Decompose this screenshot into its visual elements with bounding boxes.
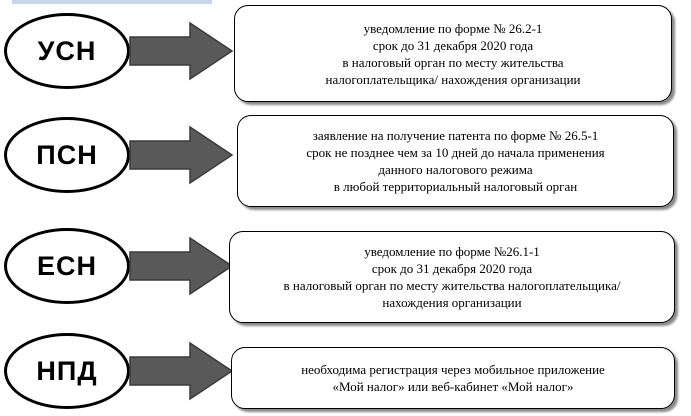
info-line: в налоговый орган по месту жительства — [342, 54, 564, 70]
regime-info-box-esn: уведомление по форме №26.1-1 срок до 31 … — [229, 231, 675, 323]
info-line: необходима регистрация через мобильное п… — [301, 362, 605, 377]
info-line: срок не позднее чем за 10 дней до начала… — [306, 145, 605, 160]
regime-info-box-npd: необходима регистрация через мобильное п… — [231, 347, 675, 409]
info-line: данного налогового режима — [378, 162, 533, 177]
regime-ellipse-esn: ЕСН — [4, 228, 130, 304]
info-line: срок до 31 декабря 2020 года — [371, 261, 533, 276]
info-line: «Мой налог» или веб-кабинет «Мой налог» — [332, 379, 574, 394]
arrow-right-icon — [129, 21, 234, 81]
info-line: уведомление по форме №26.1-1 — [364, 244, 540, 259]
info-line: срок до 31 декабря 2020 года — [372, 37, 534, 53]
arrow-right-icon — [129, 125, 234, 185]
info-line: в налоговый орган по месту жительства на… — [283, 278, 621, 293]
info-line: уведомление по форме № 26.2-1 — [363, 20, 543, 36]
regime-ellipse-psn: ПСН — [4, 117, 130, 193]
regime-info-box-usn: уведомление по форме № 26.2-1 срок до 31… — [234, 5, 672, 102]
regime-ellipse-npd: НПД — [4, 333, 130, 409]
arrow-right-icon — [129, 236, 234, 296]
regime-info-box-psn: заявление на получение патента по форме … — [237, 115, 674, 207]
arrow-right-icon — [129, 341, 234, 401]
top-decorative-bar — [12, 0, 212, 4]
info-line: налогоплательщика/ нахождения организаци… — [325, 71, 581, 87]
info-line: в любой территориальный налоговый орган — [333, 179, 578, 194]
info-line: нахождения организации — [382, 295, 522, 310]
regime-ellipse-usn: УСН — [4, 13, 130, 89]
info-line: заявление на получение патента по форме … — [312, 128, 599, 143]
